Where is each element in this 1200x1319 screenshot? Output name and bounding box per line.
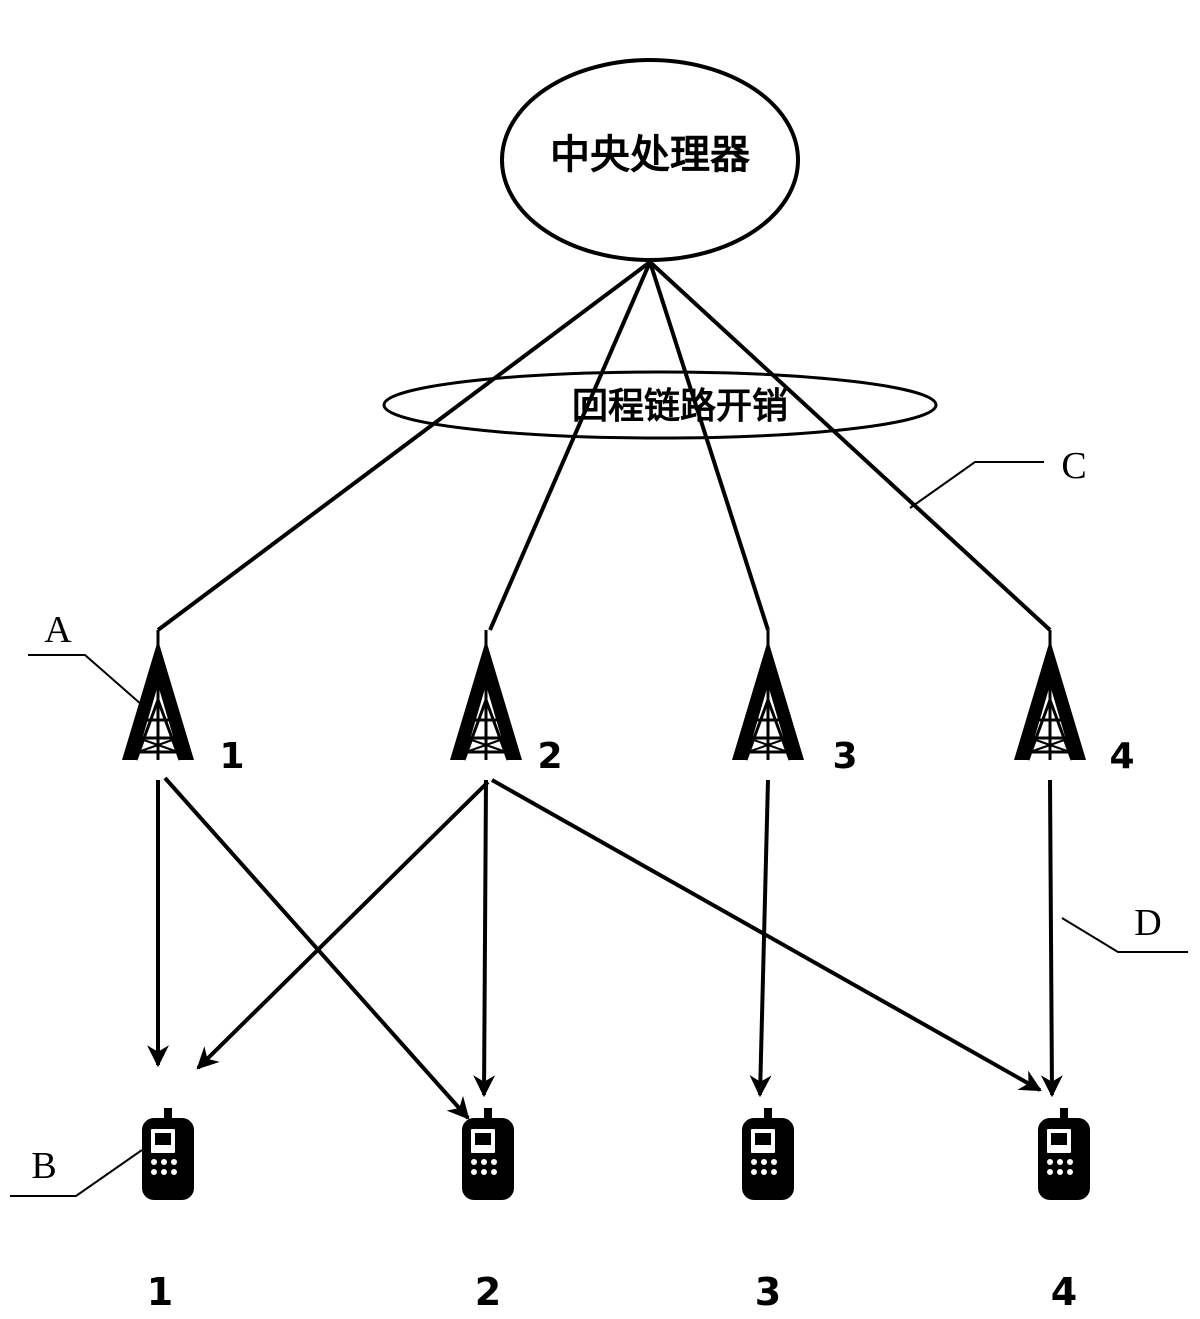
user-equipment-1: [141, 1107, 195, 1201]
user-equipment-2-label: 2: [475, 1270, 501, 1314]
central-processor: 中央处理器: [500, 58, 800, 262]
base-station-1: [120, 628, 196, 762]
base-station-2-label: 2: [537, 736, 562, 777]
callout-b-label: B: [31, 1145, 56, 1187]
backhaul-overhead: 回程链路开销: [382, 370, 938, 440]
link-bs4-ue4: [1040, 779, 1063, 1098]
backhaul-links: [156, 260, 1052, 632]
callout-b: B: [10, 1145, 143, 1197]
user-equipment-3-label: 3: [755, 1270, 781, 1314]
backhaul-link-3: [648, 261, 770, 631]
user-equipment-3: [741, 1107, 795, 1201]
base-station-2: [448, 628, 524, 762]
callout-c: C: [909, 445, 1087, 509]
backhaul-link-1: [156, 260, 652, 632]
user-equipment-4-label: 4: [1051, 1270, 1077, 1314]
base-station-3-label: 3: [832, 736, 857, 777]
user-equipment-2: [461, 1107, 515, 1201]
base-station-4-label: 4: [1109, 736, 1134, 777]
callout-d: D: [1061, 902, 1188, 953]
callout-d-label: D: [1134, 902, 1161, 944]
callout-a-label: A: [44, 609, 72, 651]
backhaul-overhead-label: 回程链路开销: [572, 386, 788, 427]
backhaul-link-2: [488, 261, 652, 631]
link-bs3-ue3: [749, 779, 772, 1098]
base-station-3: [730, 628, 806, 762]
user-equipment-4: [1037, 1107, 1091, 1201]
callout-a: A: [28, 609, 143, 706]
callout-c-label: C: [1061, 445, 1086, 487]
base-station-1-label: 1: [219, 736, 244, 777]
user-equipment-1-label: 1: [147, 1270, 173, 1314]
link-bs1-ue2: [163, 776, 470, 1120]
central-processor-label: 中央处理器: [550, 132, 751, 178]
link-bs2-ue1: [196, 780, 490, 1070]
base-station-4: [1012, 628, 1088, 762]
link-bs2-ue2: [473, 779, 496, 1098]
backhaul-link-4: [648, 260, 1052, 632]
wireless-links: [147, 776, 1063, 1120]
